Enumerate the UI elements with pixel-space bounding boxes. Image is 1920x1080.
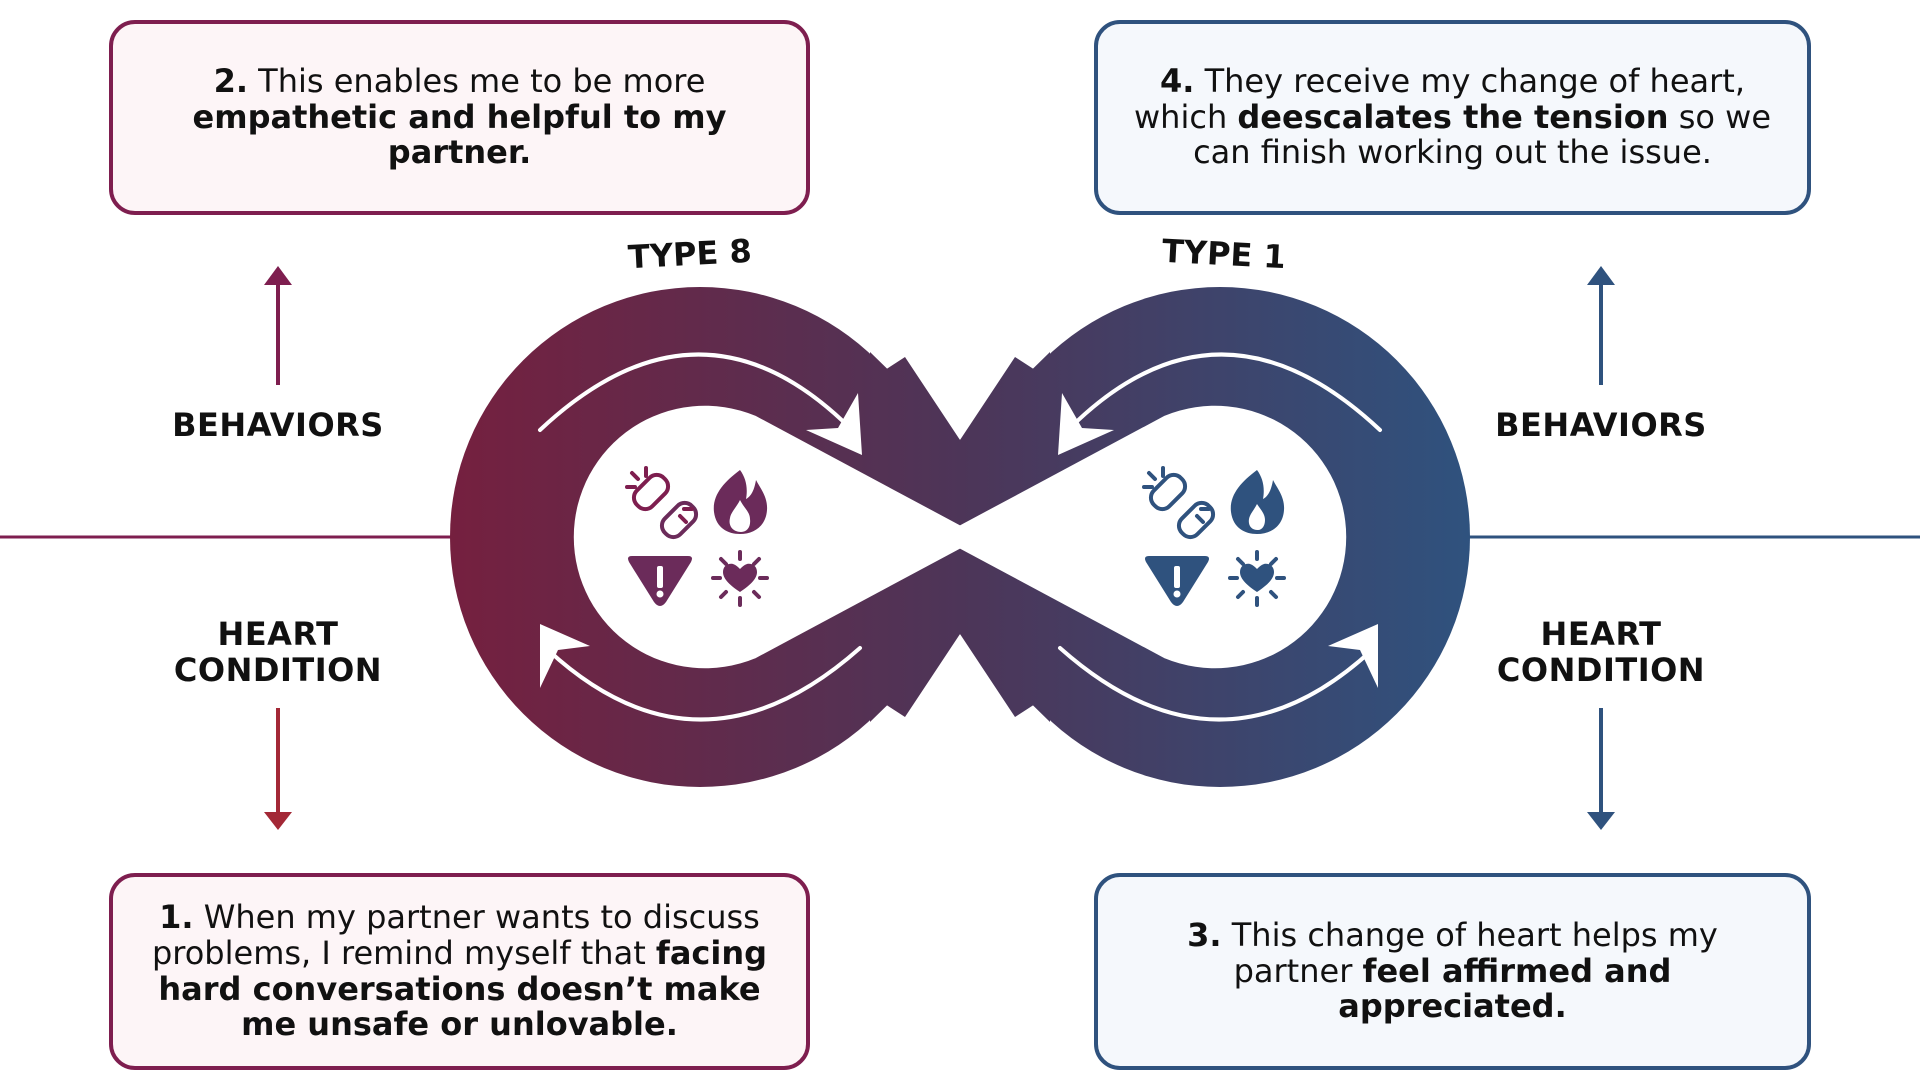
left-inner-hole <box>573 405 982 669</box>
step-4-box: 4. They receive my change of heart, whic… <box>1094 20 1811 215</box>
left-flame-inner <box>731 504 748 530</box>
flame-icon <box>1230 470 1285 534</box>
infinity-shape <box>450 287 1470 787</box>
left-heart-line2: CONDITION <box>173 651 383 689</box>
arrowhead-left-top <box>806 393 862 455</box>
right-down-arrow <box>1587 708 1615 830</box>
step-3-text: 3. This change of heart helps my partner… <box>1126 915 1779 1026</box>
broken-link-icon <box>1142 466 1216 540</box>
arrowhead-right-top <box>1058 393 1114 455</box>
step-4-text-plain-1: They receive my change of heart, which <box>1134 61 1745 136</box>
step-1-text: 1. When my partner wants to discuss prob… <box>141 897 778 1044</box>
step-3-text-bold: feel affirmed and appreciated. <box>1338 951 1672 1026</box>
right-inner-hole <box>938 405 1347 669</box>
flame-icon <box>713 470 768 534</box>
warning-icon <box>628 556 692 606</box>
step-4-text: 4. They receive my change of heart, whic… <box>1126 61 1779 172</box>
left-up-arrow <box>264 266 292 385</box>
step-3-box: 3. This change of heart helps my partner… <box>1094 873 1811 1070</box>
flow-arrows <box>538 352 1382 722</box>
right-heart-condition-label: HEART CONDITION <box>1473 616 1729 688</box>
step-1-box: 1. When my partner wants to discuss prob… <box>109 873 810 1070</box>
right-flame-inner <box>1248 504 1265 530</box>
right-behaviors-label: BEHAVIORS <box>1495 406 1707 444</box>
heart-burst-icon <box>711 550 769 607</box>
type-8-label: TYPE 8 <box>627 231 753 277</box>
arrowhead-left-bottom <box>540 624 590 688</box>
step-4-text-plain-2: so we can finish working out the issue. <box>1193 97 1771 172</box>
left-heart-condition-label: HEART CONDITION <box>150 616 406 688</box>
heart-burst-icon <box>1228 550 1286 607</box>
left-heart-line1: HEART <box>217 615 339 653</box>
broken-link-icon <box>625 466 699 540</box>
step-2-text-plain: This enables me to be more <box>247 61 706 100</box>
flow-arrowheads <box>540 393 1378 688</box>
arrowhead-right-bottom <box>1328 624 1378 688</box>
right-up-arrow <box>1587 266 1615 385</box>
right-icons <box>1142 466 1286 607</box>
type-1-label: TYPE 1 <box>1161 231 1287 277</box>
right-heart-line1: HEART <box>1540 615 1662 653</box>
left-icons <box>625 466 769 607</box>
right-heart-line2: CONDITION <box>1496 651 1706 689</box>
step-2-number: 2. <box>213 61 248 100</box>
step-3-number: 3. <box>1187 915 1222 954</box>
warning-icon <box>1145 556 1209 606</box>
step-1-number: 1. <box>159 897 194 936</box>
step-4-number: 4. <box>1159 61 1195 100</box>
step-2-text-bold: empathetic and helpful to my partner. <box>192 97 727 172</box>
step-2-box: 2. This enables me to be more empathetic… <box>109 20 810 215</box>
left-behaviors-label: BEHAVIORS <box>172 406 384 444</box>
step-1-text-plain: When my partner wants to discuss problem… <box>151 897 760 972</box>
step-2-text: 2. This enables me to be more empathetic… <box>141 61 778 172</box>
step-1-text-bold: facing hard conversations doesn’t make m… <box>158 933 768 1044</box>
step-3-text-plain: This change of heart helps my partner <box>1221 915 1718 990</box>
step-4-text-bold: deescalates the tension <box>1237 97 1669 136</box>
left-down-arrow <box>264 708 292 830</box>
